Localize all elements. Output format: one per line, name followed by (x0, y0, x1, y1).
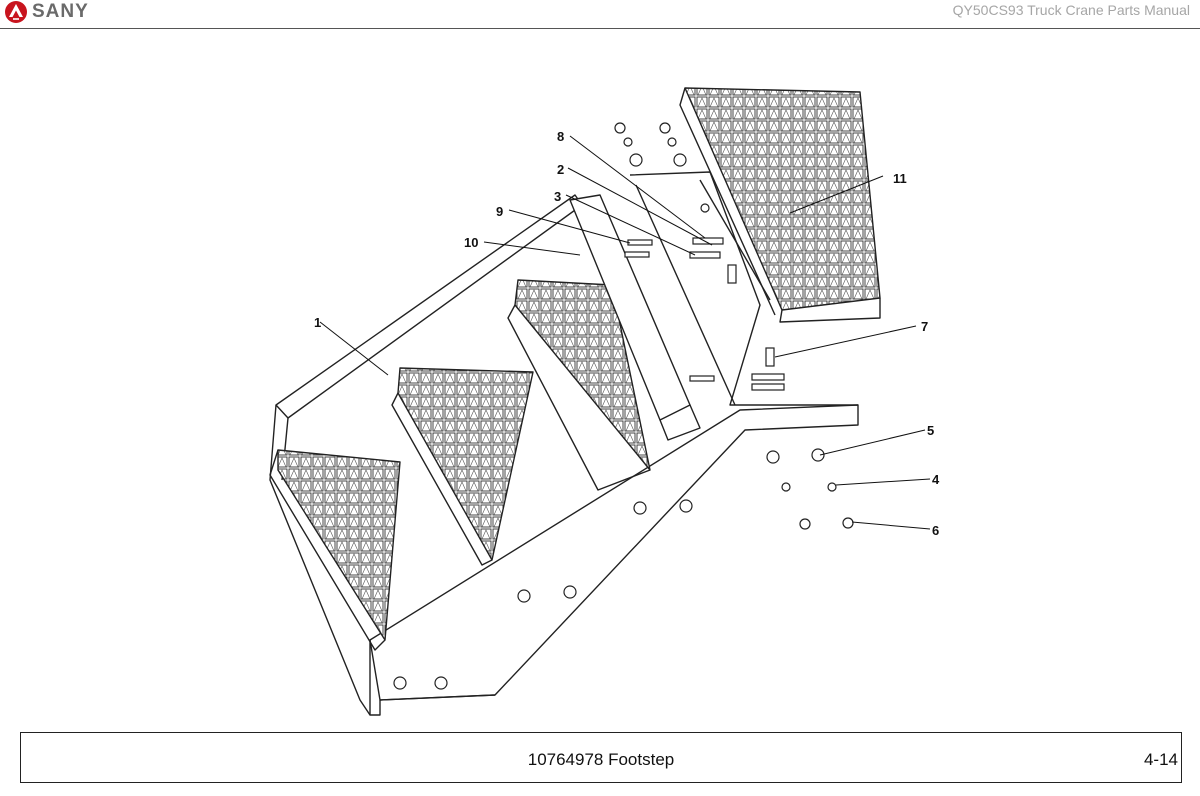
brand-name: SANY (32, 1, 89, 22)
header-divider (0, 28, 1200, 29)
callout-4: 4 (932, 472, 940, 487)
page-number: 4-14 (1143, 750, 1178, 769)
fastener-set (393, 122, 854, 690)
step-tread-2 (397, 367, 534, 561)
sany-logo: SANY (4, 0, 89, 24)
callout-1: 1 (314, 315, 321, 330)
footstep-exploded-drawing: 1 2 3 4 5 6 7 8 9 10 11 (269, 87, 940, 716)
figure-caption-box: 10764978 Footstep 4-14 (20, 732, 1182, 783)
page-header: SANY QY50CS93 Truck Crane Parts Manual (0, 0, 1200, 30)
sany-logo-icon (5, 1, 27, 23)
callout-9: 9 (496, 204, 503, 219)
figure-caption: 10764978 Footstep (527, 750, 675, 769)
callout-11: 11 (893, 171, 907, 186)
top-grating-platform (684, 87, 881, 311)
callout-8: 8 (557, 129, 564, 144)
callout-7: 7 (921, 319, 928, 334)
callout-6: 6 (932, 523, 939, 538)
callout-3: 3 (554, 189, 561, 204)
callout-leaders (319, 135, 931, 530)
callout-2: 2 (557, 162, 564, 177)
callout-10: 10 (464, 235, 478, 250)
callout-5: 5 (927, 423, 934, 438)
manual-title: QY50CS93 Truck Crane Parts Manual (952, 2, 1190, 18)
